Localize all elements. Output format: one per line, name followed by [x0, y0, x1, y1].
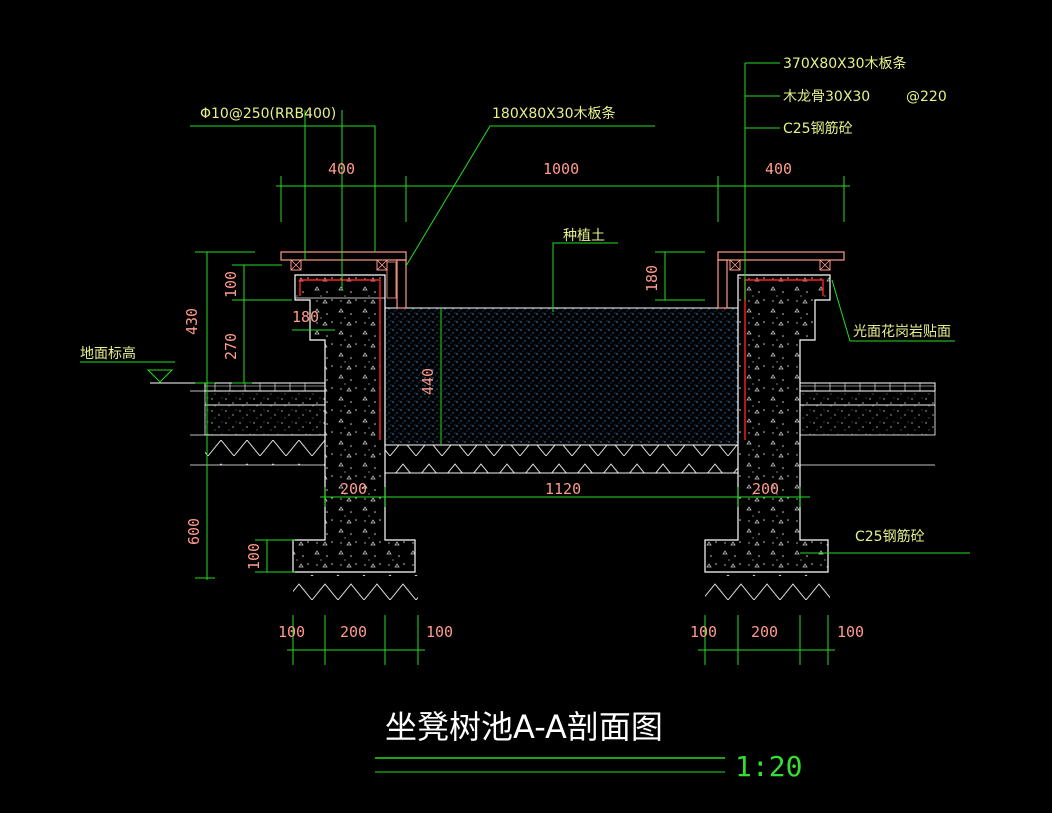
dim-foot-r-c: 100 — [837, 623, 864, 641]
dim-foot-l-b: 200 — [340, 623, 367, 641]
footing-earth-right — [705, 575, 830, 605]
dim-wall-left: 200 — [340, 480, 367, 498]
dim-wall-right: 200 — [752, 480, 779, 498]
dim-foot-r-b: 200 — [751, 623, 778, 641]
title-text: 坐凳树池A-A剖面图 — [385, 708, 663, 746]
right-wall — [704, 274, 831, 573]
dim-top-right: 400 — [765, 160, 792, 178]
label-ground-level: 地面标高 — [80, 345, 136, 362]
dim-h440: 440 — [419, 368, 437, 395]
label-granite: 光面花岗岩贴面 — [853, 324, 951, 340]
label-concrete-top: C25钢筋砼 — [783, 120, 853, 137]
dimension-lines — [80, 62, 970, 665]
scale-text: 1:20 — [735, 750, 802, 783]
dim-foot-l-a: 100 — [278, 623, 305, 641]
wood-seat-left — [280, 251, 407, 309]
label-wood-strip-outer: 370X80X30木板条 — [783, 55, 907, 72]
label-keel-spacing: @220 — [906, 89, 947, 105]
planting-soil — [384, 307, 739, 474]
dim-h600: 600 — [185, 518, 203, 545]
dim-h100: 100 — [222, 271, 240, 298]
dimension-texts: 400 1000 400 430 100 270 180 440 180 600… — [183, 160, 864, 641]
label-rebar: Φ10@250(RRB400) — [200, 106, 336, 122]
dim-h180-right: 180 — [643, 265, 661, 292]
ground-right — [799, 382, 936, 466]
label-keel: 木龙骨30X30 — [783, 89, 870, 105]
dim-inner-width: 1120 — [545, 480, 581, 498]
dim-h180-left: 180 — [292, 308, 319, 326]
dim-h270: 270 — [222, 333, 240, 360]
drawing-title: 坐凳树池A-A剖面图 1:20 — [375, 708, 802, 783]
label-concrete-bottom: C25钢筋砼 — [855, 528, 925, 545]
label-planting-soil: 种植土 — [563, 228, 605, 244]
dim-foot-l-c: 100 — [426, 623, 453, 641]
label-wood-strip-inner: 180X80X30木板条 — [492, 105, 616, 122]
dim-foot-r-a: 100 — [690, 623, 717, 641]
dim-top-mid: 1000 — [543, 160, 579, 178]
footing-earth-left — [293, 575, 418, 605]
wood-seat-right — [717, 251, 845, 309]
dim-h430: 430 — [183, 308, 201, 335]
ground-left — [150, 382, 326, 466]
annotation-labels: Φ10@250(RRB400) 180X80X30木板条 370X80X30木板… — [80, 55, 951, 545]
rebar — [299, 279, 824, 440]
dim-top-left: 400 — [328, 160, 355, 178]
dim-h100-footing: 100 — [245, 543, 263, 570]
